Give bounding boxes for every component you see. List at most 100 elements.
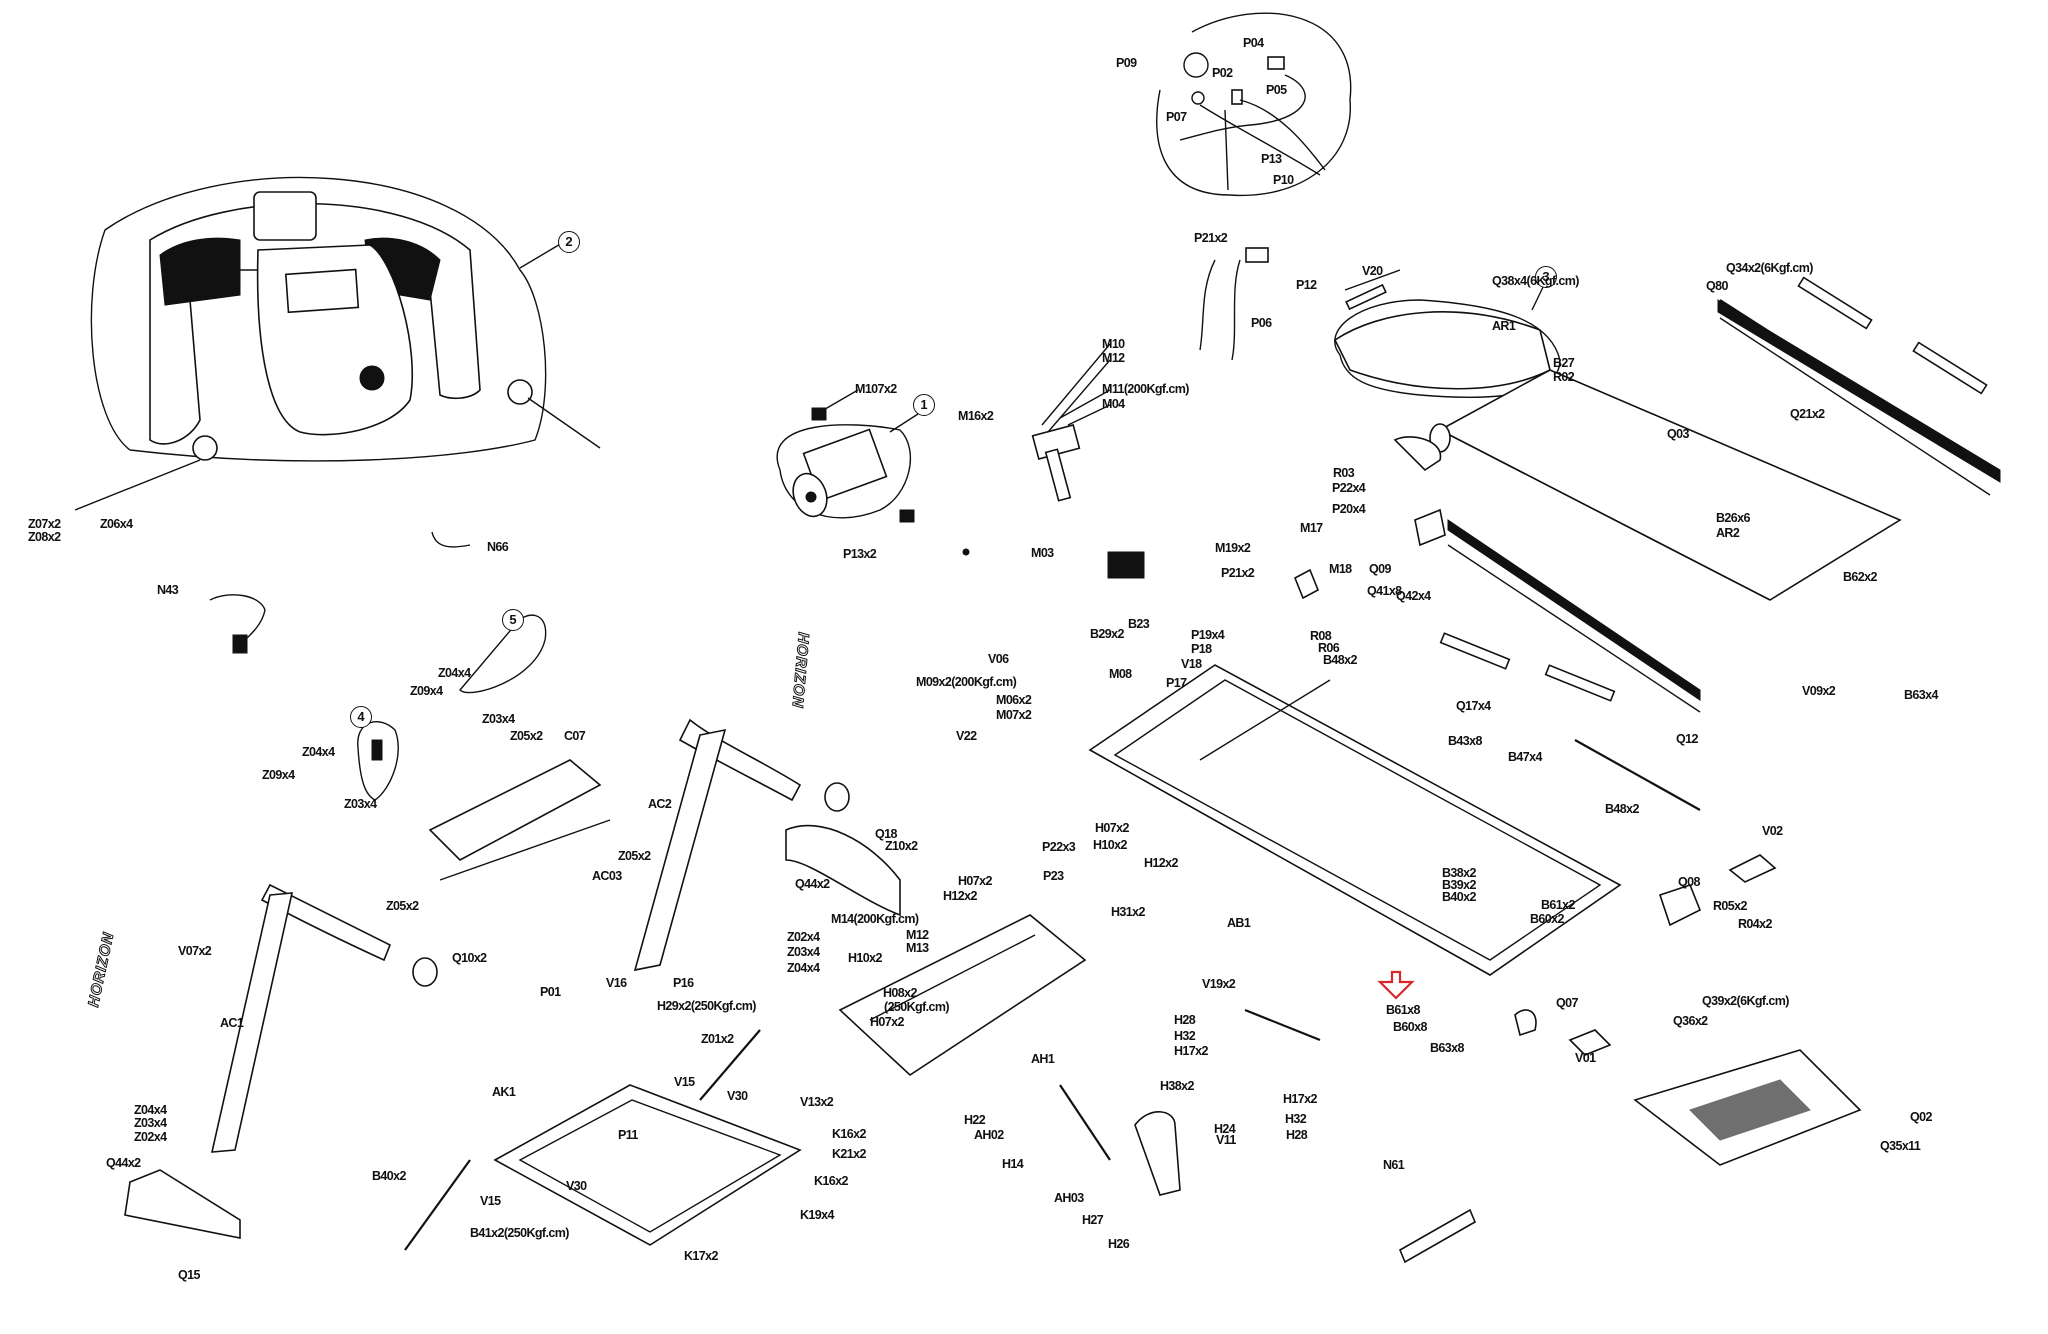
part-label: Z02x4 [134, 1130, 167, 1144]
part-label: C07 [564, 729, 586, 743]
part-label: B23 [1128, 617, 1150, 631]
part-label: Z03x4 [482, 712, 515, 726]
part-label: V15 [480, 1194, 501, 1208]
part-label: Q08 [1678, 875, 1700, 889]
part-label: H32 [1285, 1112, 1307, 1126]
part-label: Q36x2 [1673, 1014, 1708, 1028]
part-label: P11 [618, 1128, 638, 1142]
part-label: AR2 [1716, 526, 1740, 540]
part-label: Q35x11 [1880, 1139, 1921, 1153]
part-label: K16x2 [832, 1127, 866, 1141]
part-label: M16x2 [958, 409, 994, 423]
part-label: H10x2 [1093, 838, 1127, 852]
part-label: AC1 [220, 1016, 244, 1030]
part-label: M04 [1102, 397, 1125, 411]
part-label: P04 [1243, 36, 1264, 50]
part-label: Z03x4 [787, 945, 820, 959]
part-label: B60x2 [1530, 912, 1564, 926]
part-label: B29x2 [1090, 627, 1124, 641]
part-label: Q03 [1667, 427, 1689, 441]
part-label: H31x2 [1111, 905, 1145, 919]
part-label: B40x2 [372, 1169, 406, 1183]
part-label: M107x2 [855, 382, 897, 396]
part-label: V01 [1575, 1051, 1596, 1065]
part-label: AR1 [1492, 319, 1516, 333]
part-label: V30 [566, 1179, 587, 1193]
part-label: Z03x4 [134, 1116, 167, 1130]
part-label: Z10x2 [885, 839, 918, 853]
part-label: Q15 [178, 1268, 200, 1282]
callout-3: 3 [1535, 266, 1557, 288]
part-label: Z09x4 [410, 684, 443, 698]
part-label: H07x2 [958, 874, 992, 888]
part-label: H08x2 [883, 986, 917, 1000]
part-label: M12 [906, 928, 929, 942]
part-label: Q42x4 [1396, 589, 1431, 603]
part-label: B39x2 [1442, 878, 1476, 892]
part-label: B41x2(250Kgf.cm) [470, 1226, 569, 1240]
part-label: H32 [1174, 1029, 1196, 1043]
part-label: M12 [1102, 351, 1125, 365]
part-label: Q34x2(6Kgf.cm) [1726, 261, 1813, 275]
part-label: V30 [727, 1089, 748, 1103]
callout-2: 2 [558, 231, 580, 253]
part-label: R05x2 [1713, 899, 1747, 913]
part-label: P05 [1266, 83, 1287, 97]
part-label: Z01x2 [701, 1032, 734, 1046]
part-label: K19x4 [800, 1208, 834, 1222]
part-label: Z05x2 [618, 849, 651, 863]
part-label: H12x2 [943, 889, 977, 903]
part-label: H12x2 [1144, 856, 1178, 870]
part-label: P10 [1273, 173, 1294, 187]
part-label: M19x2 [1215, 541, 1251, 555]
part-label: V20 [1362, 264, 1383, 278]
part-label: B26x6 [1716, 511, 1750, 525]
part-label: V16 [606, 976, 627, 990]
part-label: V06 [988, 652, 1009, 666]
part-label: Z07x2 [28, 517, 61, 531]
part-label: P16 [673, 976, 694, 990]
part-label: M07x2 [996, 708, 1032, 722]
part-label: B63x4 [1904, 688, 1938, 702]
part-label: B48x2 [1605, 802, 1639, 816]
part-label: P21x2 [1221, 566, 1255, 580]
part-label: B60x8 [1393, 1020, 1427, 1034]
part-label: P07 [1166, 110, 1187, 124]
part-label: Z05x2 [510, 729, 543, 743]
part-label: M09x2(200Kgf.cm) [916, 675, 1017, 689]
part-label: Z04x4 [302, 745, 335, 759]
part-label: Q44x2 [106, 1156, 141, 1170]
part-label: V09x2 [1802, 684, 1836, 698]
part-label: V22 [956, 729, 977, 743]
part-label: N61 [1383, 1158, 1405, 1172]
part-label: Q17x4 [1456, 699, 1491, 713]
part-label: Q44x2 [795, 877, 830, 891]
part-label: AC2 [648, 797, 672, 811]
part-label: M10 [1102, 337, 1125, 351]
part-label: H27 [1082, 1213, 1104, 1227]
part-label: P22x4 [1332, 481, 1366, 495]
part-label: R04x2 [1738, 917, 1772, 931]
part-label: H17x2 [1174, 1044, 1208, 1058]
part-label: P22x3 [1042, 840, 1076, 854]
part-label: H14 [1002, 1157, 1024, 1171]
part-label: Z04x4 [787, 961, 820, 975]
part-label: Q41x8 [1367, 584, 1402, 598]
highlight-arrow-icon [1377, 970, 1415, 1000]
part-label: P19x4 [1191, 628, 1225, 642]
part-label: Z04x4 [134, 1103, 167, 1117]
part-label: AH03 [1054, 1191, 1084, 1205]
part-label: P12 [1296, 278, 1317, 292]
part-label: K16x2 [814, 1174, 848, 1188]
part-label: Q02 [1910, 1110, 1932, 1124]
part-label: B61x8 [1386, 1003, 1420, 1017]
part-label: P13 [1261, 152, 1282, 166]
part-label: H28 [1174, 1013, 1196, 1027]
part-label: P13x2 [843, 547, 877, 561]
part-label: Q10x2 [452, 951, 487, 965]
part-label: M08 [1109, 667, 1132, 681]
part-label: H07x2 [1095, 821, 1129, 835]
part-label: P09 [1116, 56, 1137, 70]
part-label: Q80 [1706, 279, 1728, 293]
